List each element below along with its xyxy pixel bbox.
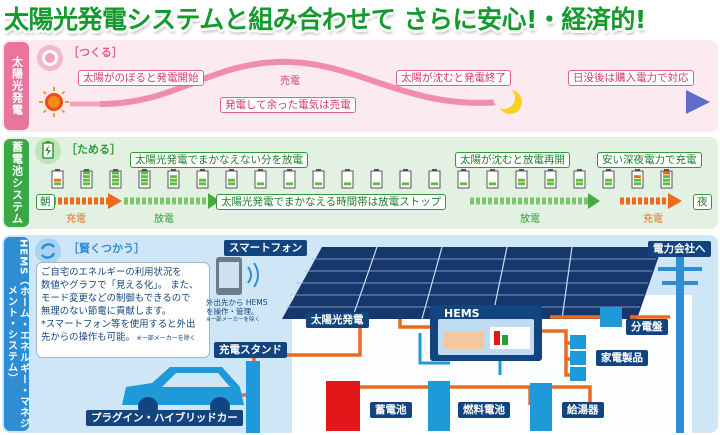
smartphone-note: ※一部メーカーを除く [206,317,261,323]
storage-shortfall-box: 太陽光発電でまかなえない分を放電 [130,152,308,168]
battery-level-icon [312,169,325,189]
battery-unit-label: 蓄電池 [370,402,412,418]
smartphone-caption-2: を操作・管理。 [206,307,259,316]
fuel-cell-label: 燃料電池 [458,402,510,418]
cycle-icon [35,238,61,264]
hems-description-line: 数値やグラフで「見える化」。 また、 [41,280,199,291]
water-heater-label: 給湯器 [562,402,604,418]
battery-level-icon [225,169,238,189]
car-label: プラグイン・ハイブリッドカー [86,410,243,426]
battery-level-icon [660,169,673,189]
power-company-label: 電力会社へ [648,241,711,257]
battery-unit-shape [326,381,360,431]
battery-level-icon [515,169,528,189]
battery-level-icon [196,169,209,189]
storage-stop-box: 太陽光発電でまかなえる時間帯は放電ストップ [216,194,447,210]
battery-level-icon [138,169,151,189]
solar-surplus-box: 発電して余った電気は売電 [220,97,356,113]
solar-start-box: 太陽がのぼると発電開始 [78,70,204,86]
storage-graphics [35,138,682,209]
battery-level-icon [428,169,441,189]
storage-charge-label-1: 充電 [66,214,86,225]
hems-description-line: 先からの操作も可能。 ※一部メーカーを除く [41,332,196,343]
smartphone-caption: 外出先から HEMS [206,298,268,307]
moon-icon [493,87,522,114]
battery-level-icon [399,169,412,189]
hems-tag: ［賢くつかう］ [68,242,145,255]
battery-level-icon [167,169,180,189]
battery-level-icon [486,169,499,189]
page-title: 太陽光発電システムと組み合わせて さらに安心!・経済的! [4,5,646,34]
distribution-board-shape [600,307,622,327]
storage-night-label: 夜 [693,194,712,210]
battery-level-row [51,169,673,189]
battery-level-icon [109,169,122,189]
battery-level-icon [573,169,586,189]
solar-middle-label: 売電 [280,76,300,87]
appliance-shape-1 [570,335,586,349]
water-heater-shape [530,383,552,431]
storage-discharge-label-2: 放電 [520,214,540,225]
solar-graphics [37,45,710,117]
solar-panel-label: 太陽光発電 [306,312,369,328]
solar-tag: ［つくる］ [68,46,123,59]
sun-icon [39,87,69,117]
hems-monitor [430,305,542,361]
battery-level-icon [370,169,383,189]
hems-unit-label: HEMS [444,307,480,320]
power-pole [658,255,702,433]
hems-description-line: *スマートフォン等を使用すると外出 [41,319,196,330]
battery-level-icon [602,169,615,189]
fuel-cell-shape [428,381,450,431]
hems-description-line: モード変更などの制御もできるので [41,293,191,304]
solar-sunset-box: 太陽が沈むと発電終了 [396,70,511,86]
hems-description-line: ご自宅のエネルギーの利用状況を [41,267,182,278]
storage-tag: ［ためる］ [66,143,121,156]
storage-discharge-label-1: 放電 [154,214,174,225]
hems-description-lines: ご自宅のエネルギーの利用状況を数値やグラフで「見える化」。 また、モード変更など… [37,263,209,348]
storage-charge-label-2: 充電 [643,214,663,225]
car-shape [122,367,244,417]
solar-band [2,40,718,132]
battery-level-icon [254,169,267,189]
appliance-shape-2 [570,351,586,365]
storage-morning-label: 朝 [36,194,55,210]
battery-level-icon [283,169,296,189]
appliances-label: 家電製品 [596,350,648,366]
appliance-shape-3 [570,367,586,381]
battery-level-icon [51,169,64,189]
smartphone-label: スマートフォン [224,240,308,256]
battery-icon [35,138,61,164]
hems-description-box: ご自宅のエネルギーの利用状況を数値やグラフで「見える化」。 また、モード変更など… [36,262,210,358]
battery-level-icon [341,169,354,189]
flower-icon [37,45,63,71]
hems-description-line: 無理のない節電に貢献します。 [41,306,172,317]
hems-side-label: HEMS（ホーム・エネルギー・マネジメント・システム） [4,237,29,431]
smartphone-icon [216,257,259,295]
charging-stand-label: 充電スタンド [214,342,287,358]
hems-description-note: ※一部メーカーを除く [134,335,196,342]
smartphone-caption-block: 外出先から HEMS を操作・管理。 ※一部メーカーを除く [206,298,268,325]
battery-level-icon [80,169,93,189]
battery-level-icon [544,169,557,189]
solar-night-box: 日没後は購入電力で対応 [568,70,694,86]
charging-stand-shape [246,361,260,433]
storage-side-label: 蓄電池システム [4,139,29,227]
battery-level-icon [631,169,644,189]
storage-restart-box: 太陽が沈むと放電再開 [455,152,570,168]
solar-panel [282,246,662,320]
distribution-board-label: 分電盤 [626,319,668,335]
solar-side-label: 太陽光発電 [4,42,29,130]
storage-night-charge-box: 安い深夜電力で充電 [597,152,702,168]
battery-level-icon [457,169,470,189]
